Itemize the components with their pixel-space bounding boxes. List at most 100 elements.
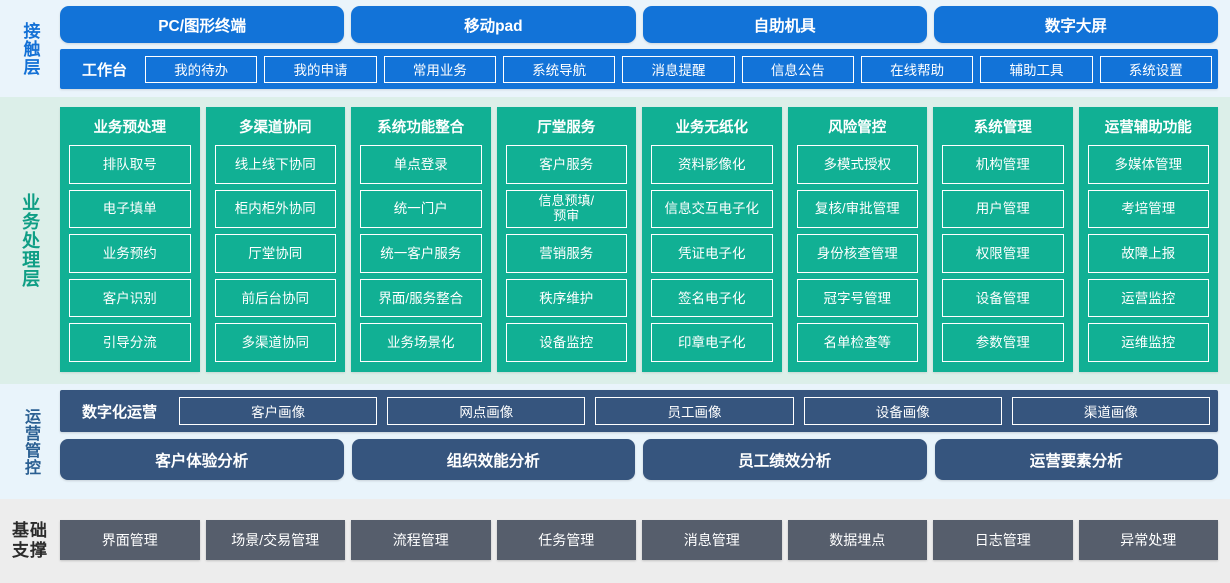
- channel-button-pc[interactable]: PC/图形终端: [60, 6, 345, 43]
- analysis-row: 客户体验分析 组织效能分析 员工绩效分析 运营要素分析: [60, 439, 1218, 480]
- business-item[interactable]: 运营监控: [1087, 278, 1209, 318]
- business-item[interactable]: 客户识别: [69, 278, 191, 318]
- business-item[interactable]: 信息交互电子化: [651, 189, 773, 229]
- business-column-wrap: 业务预处理排队取号电子填单业务预约客户识别引导分流多渠道协同线上线下协同柜内柜外…: [60, 103, 1218, 378]
- business-item[interactable]: 电子填单: [69, 189, 191, 229]
- business-column: 风险管控多模式授权复核/审批管理身份核查管理冠字号管理名单检查等: [787, 107, 927, 372]
- business-item[interactable]: 多模式授权: [796, 145, 918, 184]
- business-column-title: 多渠道协同: [239, 120, 312, 136]
- business-column: 多渠道协同线上线下协同柜内柜外协同厅堂协同前后台协同多渠道协同: [205, 107, 345, 372]
- business-item[interactable]: 营销服务: [505, 234, 627, 273]
- analysis-customer-experience[interactable]: 客户体验分析: [60, 439, 344, 480]
- business-item[interactable]: 信息预填/预审: [505, 189, 627, 229]
- workbench-item-settings[interactable]: 系统设置: [1099, 55, 1212, 83]
- channel-button-pad[interactable]: 移动pad: [351, 6, 636, 43]
- portrait-customer[interactable]: 客户画像: [179, 397, 378, 425]
- business-item[interactable]: 机构管理: [942, 145, 1064, 184]
- workbench-item-common-business[interactable]: 常用业务: [383, 55, 496, 83]
- business-column: 系统功能整合单点登录统一门户统一客户服务界面/服务整合业务场景化: [351, 107, 491, 372]
- workbench-item-application[interactable]: 我的申请: [264, 55, 377, 83]
- workbench-item-todo[interactable]: 我的待办: [145, 55, 258, 83]
- business-item[interactable]: 印章电子化: [651, 323, 773, 362]
- portrait-branch[interactable]: 网点画像: [387, 397, 586, 425]
- base-item-log-management[interactable]: 日志管理: [933, 520, 1073, 560]
- business-item[interactable]: 统一客户服务: [360, 234, 482, 273]
- base-item-task-management[interactable]: 任务管理: [496, 520, 636, 560]
- business-item[interactable]: 故障上报: [1087, 234, 1209, 273]
- analysis-operation-factors[interactable]: 运营要素分析: [934, 439, 1218, 480]
- business-column-title: 厅堂服务: [537, 120, 596, 136]
- business-item[interactable]: 业务预约: [69, 234, 191, 273]
- workbench-item-message-alert[interactable]: 消息提醒: [622, 55, 735, 83]
- business-item[interactable]: 参数管理: [942, 323, 1064, 362]
- workbench-item-aux-tools[interactable]: 辅助工具: [980, 55, 1093, 83]
- layer-contact-label: 接触层: [20, 21, 40, 76]
- digital-operations-title: 数字化运营: [82, 403, 158, 421]
- workbench-item-online-help[interactable]: 在线帮助: [860, 55, 974, 83]
- layer-business-body: 业务预处理排队取号电子填单业务预约客户识别引导分流多渠道协同线上线下协同柜内柜外…: [60, 97, 1230, 384]
- workbench-bar: 工作台 我的待办 我的申请 常用业务 系统导航 消息提醒 信息公告 在线帮助 辅…: [60, 49, 1218, 89]
- business-item[interactable]: 用户管理: [942, 189, 1064, 229]
- portrait-device[interactable]: 设备画像: [803, 397, 1002, 425]
- business-item[interactable]: 权限管理: [942, 234, 1064, 273]
- workbench-item-system-nav[interactable]: 系统导航: [503, 55, 616, 83]
- business-item[interactable]: 考培管理: [1087, 189, 1209, 229]
- business-column-title: 运营辅助功能: [1104, 120, 1192, 136]
- base-item-scene-transaction[interactable]: 场景/交易管理: [205, 520, 345, 560]
- layer-base-support: 基础支撑 界面管理 场景/交易管理 流程管理 任务管理 消息管理 数据埋点 日志…: [0, 499, 1230, 583]
- base-support-row: 界面管理 场景/交易管理 流程管理 任务管理 消息管理 数据埋点 日志管理 异常…: [60, 505, 1218, 577]
- business-item[interactable]: 多渠道协同: [214, 323, 336, 362]
- business-item[interactable]: 厅堂协同: [214, 234, 336, 273]
- business-item[interactable]: 设备监控: [505, 323, 627, 362]
- business-column-title: 业务预处理: [93, 120, 167, 136]
- business-item[interactable]: 排队取号: [69, 145, 191, 184]
- business-column-title: 系统功能整合: [377, 120, 465, 136]
- business-item[interactable]: 前后台协同: [214, 278, 336, 318]
- layer-business: 业务处理层 业务预处理排队取号电子填单业务预约客户识别引导分流多渠道协同线上线下…: [0, 97, 1230, 384]
- business-item[interactable]: 单点登录: [360, 145, 482, 184]
- business-column: 厅堂服务客户服务信息预填/预审营销服务秩序维护设备监控: [496, 107, 636, 372]
- digital-operations-bar: 数字化运营 客户画像 网点画像 员工画像 设备画像 渠道画像: [60, 390, 1218, 432]
- base-item-data-tracking[interactable]: 数据埋点: [787, 520, 927, 560]
- business-column: 业务预处理排队取号电子填单业务预约客户识别引导分流: [60, 107, 200, 372]
- business-item[interactable]: 线上线下协同: [214, 145, 336, 184]
- layer-base-support-body: 界面管理 场景/交易管理 流程管理 任务管理 消息管理 数据埋点 日志管理 异常…: [60, 499, 1230, 583]
- business-item[interactable]: 引导分流: [69, 323, 191, 362]
- business-item[interactable]: 界面/服务整合: [360, 278, 482, 318]
- channel-button-kiosk[interactable]: 自助机具: [642, 6, 927, 43]
- business-item[interactable]: 签名电子化: [651, 278, 773, 318]
- business-item[interactable]: 设备管理: [942, 278, 1064, 318]
- layer-operations: 运营管控 数字化运营 客户画像 网点画像 员工画像 设备画像 渠道画像 客户体验…: [0, 384, 1230, 499]
- business-column-title: 系统管理: [973, 120, 1032, 136]
- base-item-exception-handling[interactable]: 异常处理: [1078, 520, 1218, 560]
- business-item[interactable]: 多媒体管理: [1087, 145, 1209, 184]
- business-item[interactable]: 资料影像化: [651, 145, 773, 184]
- portrait-channel[interactable]: 渠道画像: [1011, 397, 1211, 425]
- business-item[interactable]: 柜内柜外协同: [214, 189, 336, 229]
- business-item[interactable]: 统一门户: [360, 189, 482, 229]
- analysis-organization-efficiency[interactable]: 组织效能分析: [351, 439, 635, 480]
- layer-contact-body: PC/图形终端 移动pad 自助机具 数字大屏 工作台 我的待办 我的申请 常用…: [60, 0, 1230, 97]
- business-column: 业务无纸化资料影像化信息交互电子化凭证电子化签名电子化印章电子化: [642, 107, 782, 372]
- business-item[interactable]: 秩序维护: [505, 278, 627, 318]
- analysis-employee-performance[interactable]: 员工绩效分析: [643, 439, 927, 480]
- layer-operations-label: 运营管控: [21, 407, 39, 476]
- base-item-process-management[interactable]: 流程管理: [351, 520, 491, 560]
- business-item[interactable]: 业务场景化: [360, 323, 482, 362]
- workbench-title: 工作台: [82, 61, 128, 79]
- layer-operations-body: 数字化运营 客户画像 网点画像 员工画像 设备画像 渠道画像 客户体验分析 组织…: [60, 384, 1230, 499]
- business-item[interactable]: 运维监控: [1087, 323, 1209, 362]
- base-item-ui-management[interactable]: 界面管理: [60, 520, 200, 560]
- base-item-message-management[interactable]: 消息管理: [642, 520, 782, 560]
- channel-row: PC/图形终端 移动pad 自助机具 数字大屏: [60, 6, 1218, 43]
- business-item[interactable]: 冠字号管理: [796, 278, 918, 318]
- business-item[interactable]: 客户服务: [505, 145, 627, 184]
- business-item[interactable]: 名单检查等: [796, 323, 918, 362]
- workbench-item-announcement[interactable]: 信息公告: [741, 55, 854, 83]
- portrait-employee[interactable]: 员工画像: [595, 397, 794, 425]
- business-item[interactable]: 身份核查管理: [796, 234, 918, 273]
- business-item[interactable]: 凭证电子化: [651, 234, 773, 273]
- channel-button-bigscreen[interactable]: 数字大屏: [933, 6, 1218, 43]
- business-item[interactable]: 复核/审批管理: [796, 189, 918, 229]
